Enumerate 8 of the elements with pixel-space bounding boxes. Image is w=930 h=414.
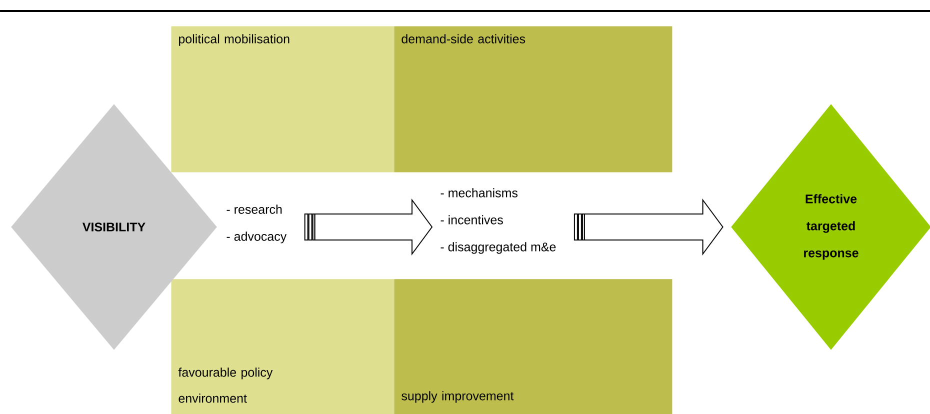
shaded-panel: demand-side activities — [394, 26, 672, 172]
shaded-panel: supply improvement — [394, 279, 672, 414]
bullet-list: - mechanisms - incentives - disaggregated m&e — [440, 188, 556, 254]
shaded-panel: favourable policy environment — [171, 279, 394, 414]
shaded-panel: political mobilisation — [171, 26, 394, 172]
block-arrow — [304, 198, 433, 256]
bullet-list: - research - advocacy — [226, 204, 287, 244]
block-arrow — [574, 198, 724, 256]
